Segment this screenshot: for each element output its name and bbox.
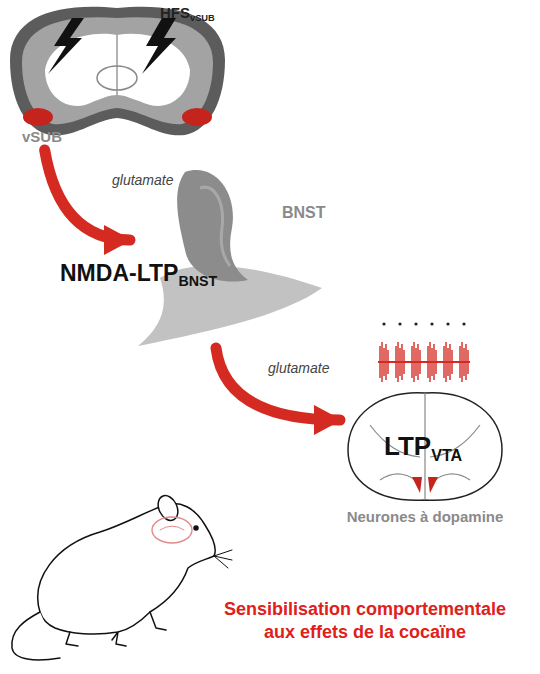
structure-label: LTP bbox=[384, 431, 431, 461]
label-group: Neurones à dopamine bbox=[340, 507, 510, 527]
vta-brain-section: LTPVTA Neurones à dopamine bbox=[340, 385, 510, 560]
glutamate-projection-arrow bbox=[216, 348, 340, 420]
label-group: LTPVTA bbox=[384, 431, 462, 465]
label-group: BNST bbox=[282, 204, 326, 222]
subscript-label: vSUB bbox=[190, 13, 215, 23]
structure-label: Neurones à dopamine bbox=[347, 508, 504, 525]
label-group: NMDA-LTPBNST bbox=[60, 260, 217, 289]
subscript-label: BNST bbox=[178, 273, 217, 289]
rat-drawing bbox=[12, 492, 232, 659]
node-outline bbox=[340, 385, 510, 560]
label-group: HFSvSUB bbox=[160, 4, 215, 23]
vsub-brain-section: HFSvSUBvSUB bbox=[0, 0, 235, 150]
edge-label: glutamate bbox=[268, 360, 329, 376]
glutamate-projection-arrow bbox=[45, 150, 130, 240]
structure-label: NMDA-LTP bbox=[60, 260, 178, 286]
node-outline bbox=[130, 168, 330, 348]
structure-label: vSUB bbox=[22, 128, 62, 145]
spike-train bbox=[378, 322, 470, 382]
subscript-label: VTA bbox=[431, 446, 462, 464]
label-group: vSUB bbox=[22, 128, 62, 145]
structure-label: HFS bbox=[160, 4, 190, 21]
edge-label: glutamate bbox=[112, 172, 173, 188]
bnst-structure: BNSTNMDA-LTPBNST bbox=[130, 168, 330, 348]
caption-text: Sensibilisation comportementale aux effe… bbox=[215, 598, 515, 645]
structure-label: BNST bbox=[282, 204, 326, 221]
